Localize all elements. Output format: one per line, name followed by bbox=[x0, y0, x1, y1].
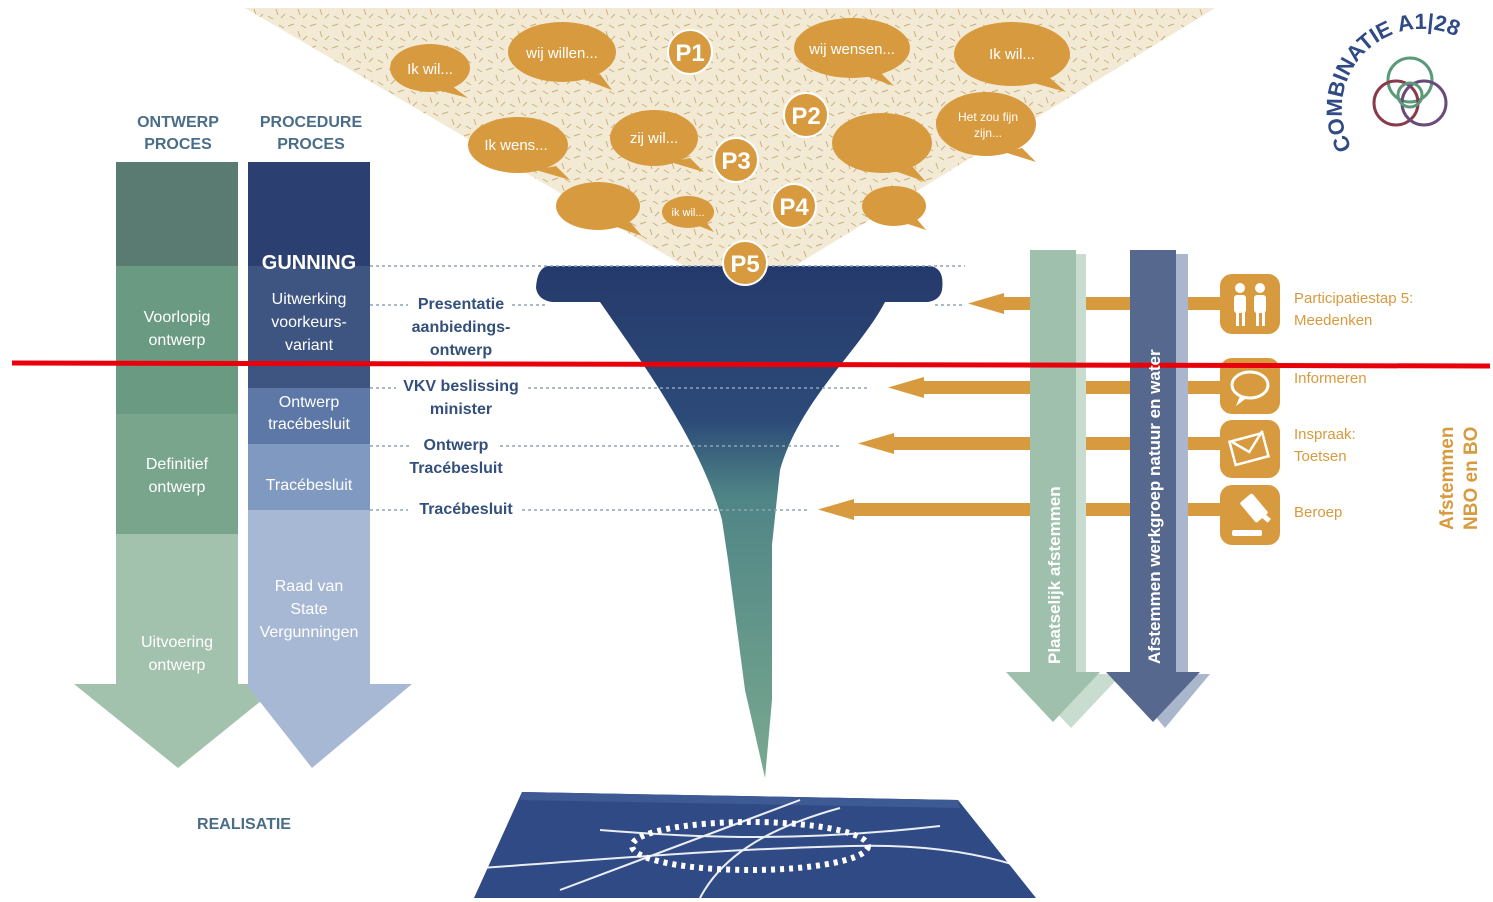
ontwerp-header: ONTWERP PROCES bbox=[137, 114, 219, 153]
vertical-arrow-werkgroep bbox=[1106, 250, 1210, 728]
p-mark bbox=[667, 29, 713, 75]
p-mark bbox=[783, 92, 829, 138]
participation-step-meedenken: Participatiestap 5: Meedenken bbox=[1294, 290, 1414, 329]
speech-bubble bbox=[936, 92, 1036, 156]
p-mark bbox=[713, 137, 759, 183]
bubble-text-4: Ik wil... bbox=[989, 46, 1035, 63]
speech-bubble bbox=[556, 182, 640, 230]
bubble-text-3: wij wensen... bbox=[808, 41, 895, 58]
bubble-text-7a: Het zou fijn bbox=[958, 110, 1018, 124]
realisatie-label: REALISATIE bbox=[197, 816, 291, 833]
p-mark-1: P1 bbox=[675, 40, 704, 67]
vertical-arrow-plaatselijk bbox=[1006, 250, 1122, 728]
bubble-text-8: ik wil... bbox=[672, 207, 705, 219]
gavel-icon bbox=[1232, 493, 1271, 536]
speech-bubble bbox=[508, 22, 616, 82]
p-mark bbox=[771, 183, 817, 229]
milestone-presentatie: Presentatie aanbiedings- ontwerp bbox=[411, 296, 511, 359]
speech-bubble bbox=[390, 44, 470, 92]
procedure-ontwerp-tracebesluit: Ontwerp tracébesluit bbox=[268, 394, 350, 433]
p-mark-5: P5 bbox=[730, 251, 759, 278]
procedure-tracebesluit: Tracébesluit bbox=[265, 477, 353, 494]
afstemmen-label: Afstemmen NBO en BO bbox=[1437, 426, 1482, 530]
red-line bbox=[11, 360, 1491, 369]
speech-bubble bbox=[662, 196, 714, 228]
ontwerp-step-voorlopig: Voorlopig ontwerp bbox=[143, 309, 211, 349]
bubble-text-2: wij willen... bbox=[525, 45, 598, 62]
procedure-arrow bbox=[246, 162, 412, 768]
bubble-text-5: Ik wens... bbox=[484, 137, 547, 154]
p-mark bbox=[722, 240, 768, 286]
funnel bbox=[536, 266, 943, 778]
speech-bubble bbox=[954, 22, 1070, 86]
speech-bubble bbox=[468, 117, 568, 173]
speech-bubble bbox=[794, 18, 910, 78]
speech-bubble-icon bbox=[1230, 370, 1270, 406]
procedure-raad-van-state: Raad van State Vergunningen bbox=[259, 578, 359, 641]
vertical-label-plaatselijk: Plaatselijk afstemmen bbox=[1045, 486, 1064, 664]
milestone-ontwerp-tracebesluit: Ontwerp Tracébesluit bbox=[409, 437, 503, 477]
procedure-uitwerking: Uitwerking voorkeurs- variant bbox=[271, 291, 347, 354]
bubble-text-6: zij wil... bbox=[630, 130, 678, 147]
p-mark-2: P2 bbox=[791, 103, 820, 130]
speech-bubble bbox=[832, 113, 932, 173]
participation-step-inspraak: Inspraak: Toetsen bbox=[1294, 426, 1356, 465]
speech-bubble bbox=[862, 186, 926, 226]
envelope-icon bbox=[1227, 430, 1271, 467]
ontwerp-step-definitief: Definitief ontwerp bbox=[145, 456, 209, 496]
procedure-gunning: GUNNING bbox=[261, 252, 357, 274]
milestone-vkv: VKV beslissing minister bbox=[403, 378, 519, 418]
people-icon bbox=[1234, 283, 1266, 326]
bubble-text-7b: zijn... bbox=[974, 126, 1002, 140]
speech-bubble bbox=[610, 110, 698, 166]
logo bbox=[1372, 56, 1448, 127]
milestone-tracebesluit: Tracébesluit bbox=[419, 501, 513, 518]
map-illustration bbox=[474, 792, 1036, 899]
p-mark-3: P3 bbox=[721, 148, 750, 175]
procedure-header: PROCEDURE PROCES bbox=[259, 114, 363, 153]
participation-step-beroep: Beroep bbox=[1294, 504, 1343, 521]
vertical-label-werkgroep: Afstemmen werkgroep natuur en water bbox=[1145, 349, 1164, 664]
ontwerp-step-uitvoering: Uitvoering ontwerp bbox=[140, 634, 214, 674]
ontwerp-arrow bbox=[74, 162, 282, 768]
bubble-text-1: Ik wil... bbox=[407, 61, 453, 78]
p-mark-4: P4 bbox=[779, 194, 809, 221]
participation-step-informeren: Informeren bbox=[1294, 370, 1367, 387]
